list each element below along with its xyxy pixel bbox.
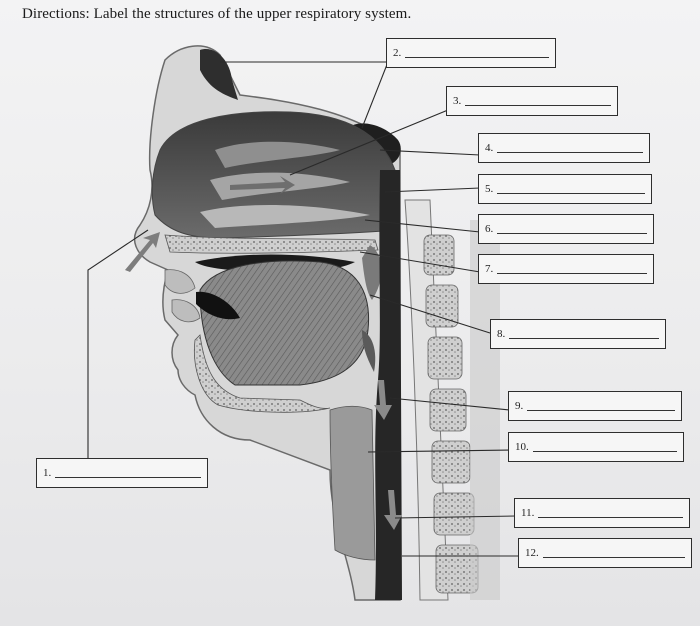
answer-line[interactable]	[538, 517, 683, 518]
label-box-1[interactable]: 1.	[36, 458, 208, 488]
directions-title: Directions: Label the structures of the …	[22, 6, 412, 22]
label-number: 9.	[515, 400, 524, 412]
mandible	[194, 334, 331, 413]
label-box-6[interactable]: 6.	[478, 214, 654, 244]
tongue	[199, 260, 370, 386]
label-number: 4.	[485, 142, 494, 154]
hard-palate	[164, 234, 379, 254]
label-box-8[interactable]: 8.	[490, 319, 666, 349]
pharynx	[375, 170, 402, 600]
superior-concha	[215, 141, 340, 168]
label-number: 7.	[485, 263, 494, 275]
answer-line[interactable]	[497, 152, 643, 153]
label-box-4[interactable]: 4.	[478, 133, 650, 163]
label-box-3[interactable]: 3.	[446, 86, 618, 116]
frontal-bone	[200, 49, 238, 100]
label-number: 8.	[497, 328, 506, 340]
larynx	[329, 405, 376, 561]
mouth-opening	[196, 291, 240, 320]
label-number: 10.	[515, 441, 529, 453]
vertebrae	[423, 234, 479, 594]
answer-line[interactable]	[55, 477, 201, 478]
nasal-airflow-arrow	[230, 176, 295, 194]
answer-line[interactable]	[532, 451, 677, 452]
trachea-arrow-2	[384, 490, 402, 530]
label-number: 3.	[453, 95, 462, 107]
answer-line[interactable]	[497, 233, 647, 234]
nostril-airflow-arrow	[125, 232, 160, 272]
answer-line[interactable]	[497, 273, 647, 274]
label-number: 6.	[485, 223, 494, 235]
label-box-7[interactable]: 7.	[478, 254, 654, 284]
label-box-11[interactable]: 11.	[514, 498, 690, 528]
inferior-concha	[200, 204, 370, 228]
answer-line[interactable]	[527, 410, 675, 411]
label-box-9[interactable]: 9.	[508, 391, 682, 421]
label-number: 1.	[43, 467, 52, 479]
label-box-12[interactable]: 12.	[518, 538, 692, 568]
lower-lip	[171, 299, 201, 323]
label-number: 5.	[485, 183, 494, 195]
answer-line[interactable]	[497, 193, 645, 194]
leader-lines	[87, 61, 520, 557]
label-number: 11.	[521, 507, 535, 519]
label-number: 12.	[525, 547, 539, 559]
upper-lip	[164, 269, 196, 294]
answer-line[interactable]	[465, 105, 611, 106]
label-number: 2.	[393, 47, 402, 59]
answer-line[interactable]	[405, 57, 549, 58]
epiglottis	[362, 330, 376, 372]
label-box-5[interactable]: 5.	[478, 174, 652, 204]
label-box-10[interactable]: 10.	[508, 432, 684, 462]
soft-palate	[362, 245, 382, 300]
trachea-arrow-1	[374, 380, 392, 420]
answer-line[interactable]	[542, 557, 685, 558]
answer-line[interactable]	[509, 338, 659, 339]
label-box-2[interactable]: 2.	[386, 38, 556, 68]
